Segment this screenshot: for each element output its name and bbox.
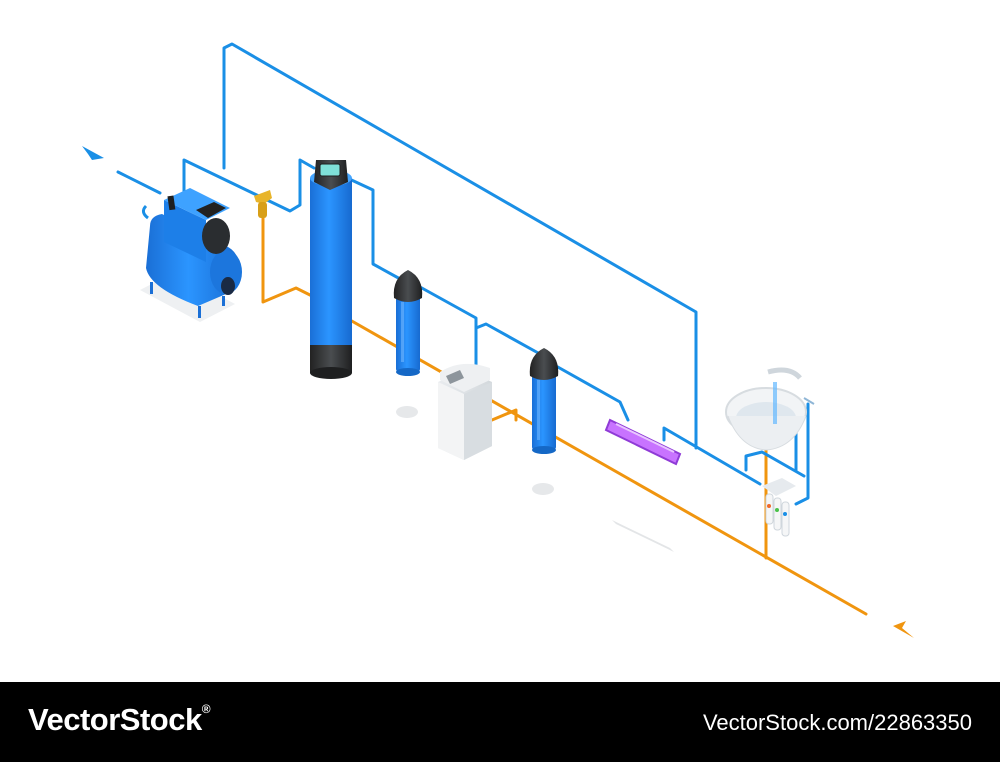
cartridge-icon bbox=[393, 270, 423, 376]
cartridge-icon bbox=[529, 348, 559, 454]
uv-lamp-icon bbox=[604, 418, 682, 466]
sink-icon bbox=[725, 367, 815, 451]
water-treatment-diagram bbox=[82, 42, 914, 638]
pump-icon bbox=[141, 188, 242, 318]
brand-logo: VectorStock® bbox=[28, 702, 211, 737]
image-id: VectorStock.com/22863350 bbox=[702, 710, 972, 735]
watermark-footer: VectorStock® VectorStock.com/22863350 bbox=[0, 682, 1000, 762]
supply-pipes bbox=[116, 42, 810, 506]
column-icon bbox=[310, 160, 352, 379]
drain-outlet-arrow bbox=[893, 621, 914, 638]
inlet-arrow bbox=[82, 146, 104, 160]
ro-filter-icon bbox=[762, 478, 796, 537]
strainer-icon bbox=[254, 190, 272, 218]
tank-icon bbox=[438, 363, 492, 460]
